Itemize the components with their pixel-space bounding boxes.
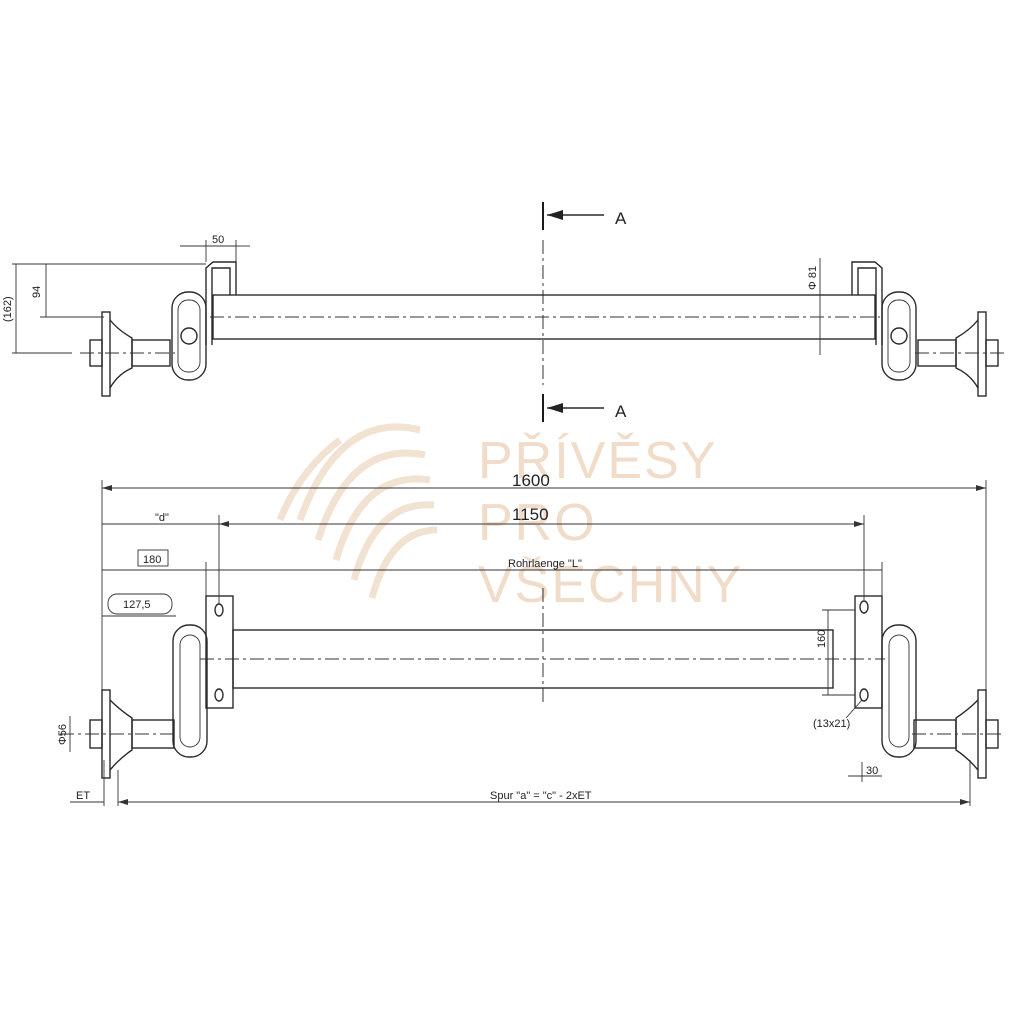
section-mark-top: A	[542, 202, 627, 230]
mounting-plate-right	[854, 595, 883, 709]
dim-180-label: 180	[143, 554, 161, 566]
dim-30-label: 30	[866, 765, 878, 777]
dim-d-label: "d"	[155, 512, 169, 524]
plan-view: 1600 "d" 1150 180 Rohrlaenge "L" 127,5 1…	[57, 471, 1005, 806]
dim-hub-diameter-label: Φ56	[57, 724, 69, 745]
hub-right-plan	[912, 689, 1005, 779]
dim-tube-diameter-label: Φ 81	[807, 266, 819, 290]
watermark-line-2: PRO	[478, 494, 597, 552]
dim-160-label: 160	[816, 630, 828, 648]
dim-tube-length-label: Rohrlaenge "L"	[508, 558, 582, 570]
suspension-left-side	[171, 291, 207, 381]
dim-94-label: 94	[31, 286, 43, 298]
hub-left-side	[80, 311, 175, 397]
section-mark-bottom: A	[542, 394, 627, 422]
dim-track-label: Spur "a" = "c" - 2xET	[490, 790, 592, 802]
dim-1150-label: 1150	[512, 505, 549, 524]
watermark-line-1: PŘÍVĚSY	[478, 432, 717, 490]
side-view: 50 94 (162) Φ 81	[2, 234, 1005, 397]
dim-50-label: 50	[212, 234, 224, 246]
watermark-logo-icon	[276, 423, 438, 599]
section-label-bottom: A	[615, 402, 627, 421]
dim-162-label: (162)	[2, 296, 14, 322]
dim-1600-label: 1600	[512, 471, 550, 490]
watermark-line-3: VŠECHNY	[478, 556, 743, 614]
mounting-plate-left	[205, 595, 234, 709]
dim-et-label: ET	[76, 790, 90, 802]
hub-right-side	[915, 311, 1005, 397]
dim-127-5-label: 127,5	[123, 599, 151, 611]
suspension-right-side	[881, 291, 917, 381]
suspension-right-plan	[881, 624, 917, 758]
hub-left-plan	[60, 689, 176, 779]
watermark: PŘÍVĚSY PRO VŠECHNY	[276, 423, 743, 614]
suspension-left-plan	[172, 624, 208, 758]
section-label-top: A	[615, 209, 627, 228]
dim-holes-label: (13x21)	[813, 718, 850, 730]
